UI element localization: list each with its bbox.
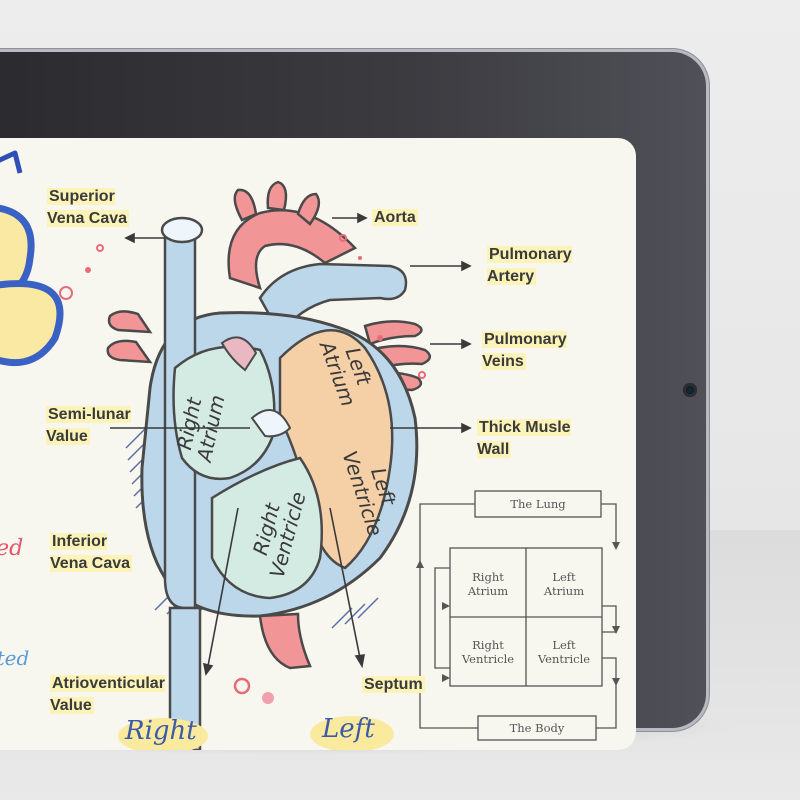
vena-cava-opening [160,216,204,244]
heart-drawing [0,150,620,750]
label-pulmonary-artery: Pulmonary Artery [487,246,572,285]
flow-box-lung: The Lung [510,497,566,511]
flow-box-right-atrium: Right Atrium [467,570,509,598]
tablet-power-button [570,49,630,53]
flow-diagram-arrows [416,542,620,686]
label-atrioventicular-value: Atrioventicular Value [50,675,165,714]
left-doodles [0,150,104,367]
label-septum: Septum [362,676,425,693]
label-thick-musle-wall: Thick Musle Wall [477,419,571,458]
highlight-left [310,716,394,750]
decor-dots [233,234,426,704]
left-vessels [106,310,153,364]
label-inferior-vena-cava: Inferior Vena Cava [50,533,133,572]
handwriting-left: Left [322,714,375,744]
handwriting-right: Right [125,716,197,746]
semilunar-valve [220,336,258,372]
handwriting-deoxygenated: enated [0,646,30,670]
label-pulmonary-veins: Pulmonary Veins [482,331,567,370]
tablet-screen[interactable]: Superior Vena Cava Aorta Pulmonary Arter… [0,138,636,750]
septum-valve [250,409,292,438]
front-camera-icon [683,383,697,397]
label-aorta: Aorta [372,209,418,226]
inferior-vena-cava-tube [168,606,202,750]
tablet-device: Superior Vena Cava Aorta Pulmonary Arter… [0,52,706,750]
leader-lines [110,212,472,676]
flow-diagram-lines [419,490,617,741]
label-semilunar-value: Semi-lunar Value [46,406,131,445]
flow-box-left-atrium: Left Atrium [543,570,585,598]
flow-box-right-ventricle: Right Ventricle [461,638,515,666]
descending-aorta [258,612,312,670]
handwriting-oxygenated: nated [0,536,24,561]
label-superior-vena-cava: Superior Vena Cava [47,188,130,227]
highlight-right [118,718,208,750]
flow-box-body: The Body [509,721,565,735]
aorta-branches [233,180,321,226]
flow-box-left-ventricle: Left Ventricle [537,638,591,666]
right-ventricle-chamber [210,456,323,600]
aorta-arch [227,209,358,290]
